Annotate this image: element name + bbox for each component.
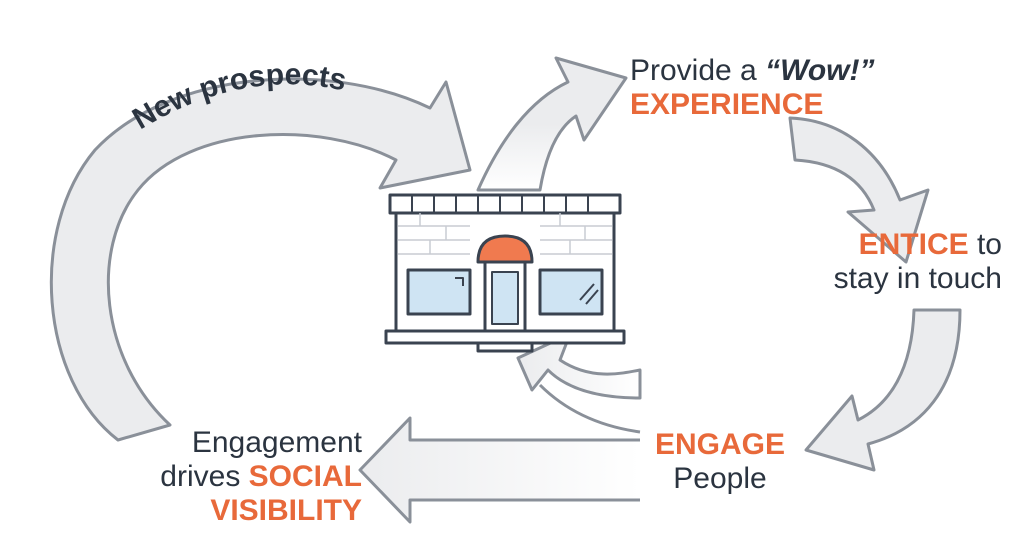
experience-to-entice-arrow xyxy=(788,116,930,264)
engage-line2: People xyxy=(673,462,767,495)
storefront-icon xyxy=(384,193,626,353)
wow-text: “Wow!” xyxy=(765,54,875,87)
social-line1: Engagement xyxy=(191,426,362,459)
engage-label: ENGAGE People xyxy=(640,428,800,496)
social-emphasis2: VISIBILITY xyxy=(210,494,362,527)
provide-text: Provide a xyxy=(630,54,766,87)
experience-label: Provide a “Wow!” EXPERIENCE xyxy=(630,54,875,122)
social-label: Engagement drives SOCIAL VISIBILITY xyxy=(160,426,362,528)
entice-emphasis: ENTICE xyxy=(858,228,969,261)
entice-rest: to xyxy=(968,228,1002,261)
entice-to-engage-arrow xyxy=(804,308,962,472)
engage-to-store-arrow xyxy=(516,332,642,400)
awning-icon xyxy=(476,234,534,264)
store-to-experience-arrow xyxy=(476,56,628,192)
engage-to-social-arrow xyxy=(358,416,640,524)
new-prospects-arrow xyxy=(49,77,472,442)
social-line2-prefix: drives xyxy=(160,460,249,493)
entice-label: ENTICE to stay in touch xyxy=(834,228,1002,296)
entice-line2: stay in touch xyxy=(833,262,1002,295)
experience-emphasis: EXPERIENCE xyxy=(630,88,824,121)
engage-emphasis: ENGAGE xyxy=(654,428,786,461)
engage-to-store-arrow-tail xyxy=(538,383,641,434)
social-emphasis1: SOCIAL xyxy=(248,460,362,493)
